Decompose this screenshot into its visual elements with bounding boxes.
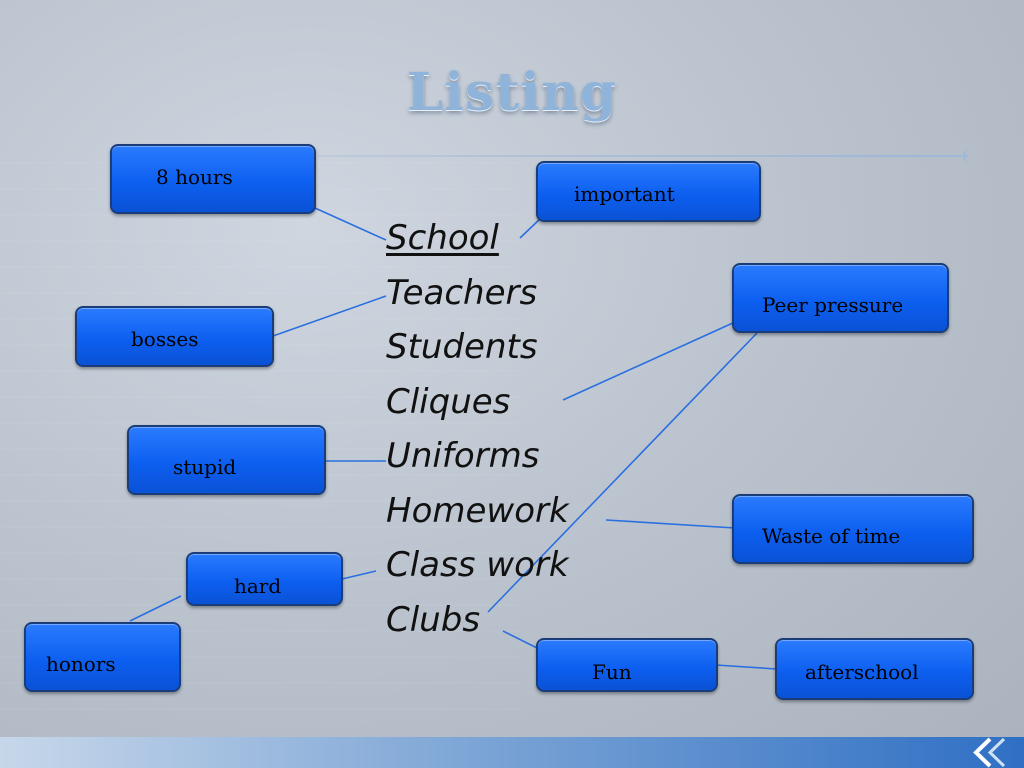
node-hard: hard — [186, 552, 343, 606]
node-honors: honors — [24, 622, 181, 692]
node-afterschool-label: afterschool — [805, 660, 919, 684]
node-fun-label: Fun — [592, 660, 632, 684]
link-hard-classwork — [341, 570, 377, 580]
node-important: important — [536, 161, 761, 222]
term-students: Students — [386, 327, 538, 367]
link-homework-wasteoftime — [605, 519, 736, 529]
link-important-school — [519, 217, 542, 239]
term-cliques: Cliques — [386, 381, 511, 422]
slide-title: Listing — [406, 62, 618, 123]
node-afterschool: afterschool — [775, 638, 974, 700]
node-stupid-label: stupid — [173, 455, 237, 479]
node-bosses: bosses — [75, 306, 274, 367]
node-bosses-label: bosses — [131, 327, 199, 351]
link-8hours-school — [314, 207, 387, 241]
link-peerpressure-clubs — [487, 332, 758, 613]
link-peerpressure-cliques — [562, 321, 736, 401]
central-term-list: School Teachers Students Cliques Uniform… — [386, 214, 626, 650]
node-hard-label: hard — [234, 574, 282, 598]
node-stupid: stupid — [127, 425, 326, 495]
link-honors-hard — [129, 595, 182, 622]
title-rule-cap — [963, 148, 975, 164]
node-8-hours: 8 hours — [110, 144, 316, 214]
term-clubs: Clubs — [386, 599, 481, 640]
node-fun: Fun — [536, 638, 718, 692]
link-bosses-teachers — [272, 295, 387, 337]
footer-chevron-icon — [973, 737, 1006, 768]
link-fun-afterschool — [715, 664, 778, 670]
link-clubs-fun — [502, 630, 542, 651]
footer-bar — [0, 737, 1024, 768]
term-uniforms: Uniforms — [386, 436, 540, 476]
node-waste-of-time: Waste of time — [732, 494, 974, 564]
node-8-hours-label: 8 hours — [156, 165, 233, 189]
term-teachers: Teachers — [386, 272, 538, 313]
node-honors-label: honors — [46, 652, 116, 676]
term-class-work: Class work — [386, 545, 569, 585]
term-school: School — [386, 218, 499, 258]
term-homework: Homework — [386, 490, 569, 531]
node-waste-of-time-label: Waste of time — [762, 524, 901, 548]
title-rule — [318, 155, 968, 157]
node-important-label: important — [574, 182, 675, 206]
node-peer-pressure-label: Peer pressure — [762, 293, 904, 317]
node-peer-pressure: Peer pressure — [732, 263, 949, 333]
